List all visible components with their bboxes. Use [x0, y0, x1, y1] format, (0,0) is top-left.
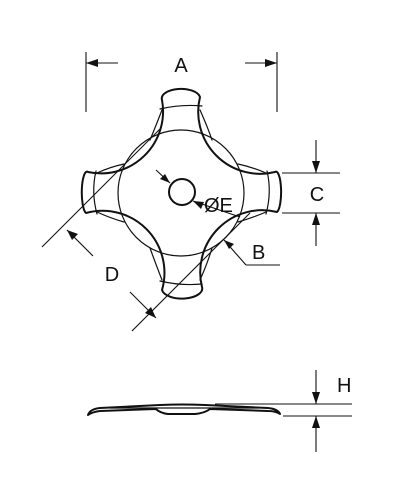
- washer-side-view: [87, 403, 281, 416]
- dimension-d: D: [41, 128, 251, 332]
- label-h: H: [337, 375, 351, 397]
- fold-line-right-top: [237, 163, 267, 174]
- label-a: A: [174, 55, 188, 77]
- dimension-a: A: [85, 52, 278, 112]
- label-c: C: [310, 184, 324, 206]
- dimension-e: ØE: [155, 169, 241, 218]
- fold-line-left-top: [96, 163, 125, 174]
- dimension-c: C: [282, 140, 340, 246]
- tab-right-edge: [265, 170, 270, 215]
- center-hole: [168, 178, 196, 206]
- label-e: ØE: [204, 195, 233, 217]
- washer-outline: [80, 87, 283, 300]
- fold-line-bottom-right: [199, 247, 213, 281]
- label-d: D: [105, 264, 119, 286]
- fold-line-bottom-left: [149, 247, 163, 281]
- washer-top-view: [80, 87, 283, 300]
- tab-top-edge: [159, 104, 203, 110]
- fold-line-top-right: [199, 109, 213, 141]
- side-profile-outline: [87, 403, 281, 416]
- dimension-h: H: [215, 370, 352, 452]
- tab-left-edge: [93, 170, 98, 215]
- dimension-b: B: [223, 239, 280, 266]
- fold-line-right-bottom: [237, 211, 267, 223]
- tab-bottom-edge: [159, 280, 203, 286]
- label-b: B: [252, 242, 265, 264]
- fold-line-left-bottom: [96, 211, 125, 223]
- inner-dome-circle: [117, 129, 245, 257]
